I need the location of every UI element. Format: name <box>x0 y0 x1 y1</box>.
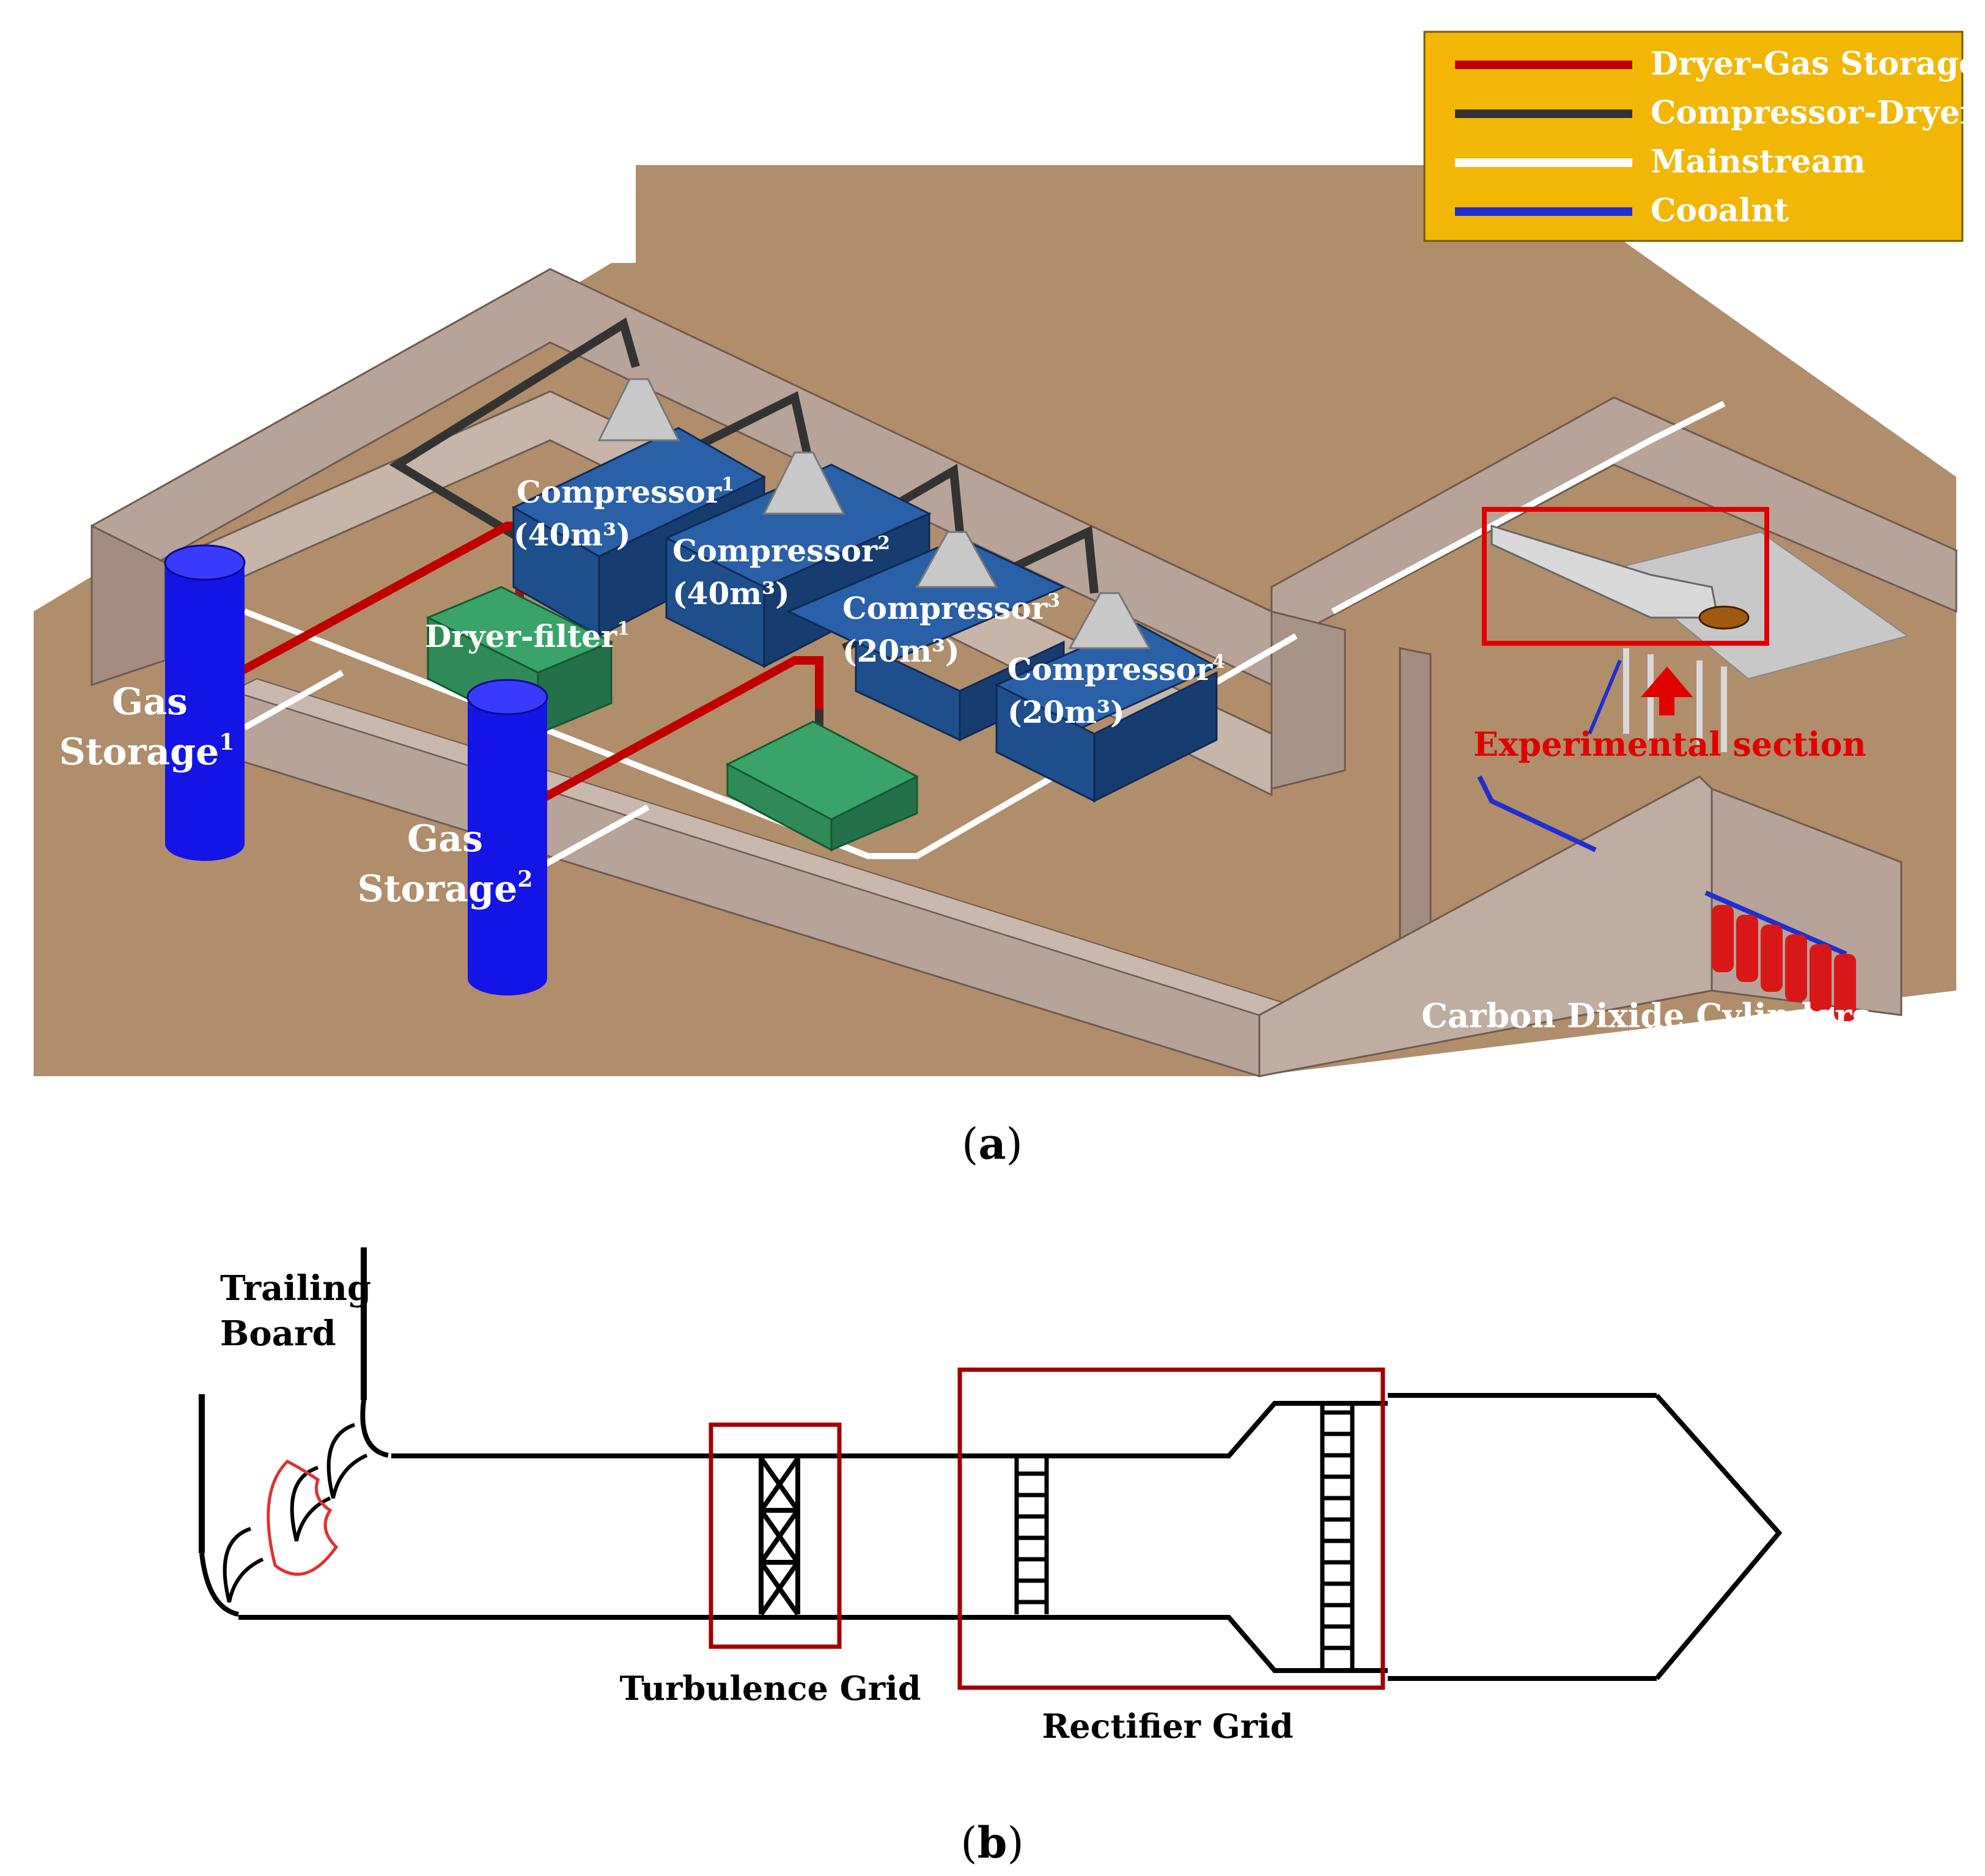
turbulence-grid <box>759 1457 800 1616</box>
compressor-3-capacity: (20m³) <box>842 633 960 669</box>
compressor-4-hood <box>1068 592 1151 649</box>
rectifier-grid-label: Rectifier Grid <box>1042 1707 1293 1746</box>
duct-bottom-wall <box>238 1615 1388 1673</box>
experimental-section-label: Experimental section <box>1473 725 1866 764</box>
cascade-blade-3 <box>223 1527 264 1603</box>
gas-storage-1 <box>164 544 246 861</box>
legend-label-2: Mainstream <box>1651 143 1865 180</box>
gas-storage-2 <box>466 679 548 995</box>
compressor-3-label: Compressor3 <box>842 590 1060 626</box>
trailing-board-label-line1: Trailing <box>220 1268 371 1309</box>
trailing-board-left-hook <box>199 1553 239 1617</box>
caption-a: (a) <box>962 1118 1023 1169</box>
rectifier-grid-large <box>1320 1403 1355 1671</box>
dryer-filter-label: Dryer-filter1 <box>425 618 630 654</box>
panel-a: Dryer-Gas Storage Compressor-Dryer Mains… <box>34 31 1979 1169</box>
panel-b <box>199 1247 1783 1690</box>
duct-top-wall <box>391 1401 1388 1458</box>
coolant-pipe <box>1477 775 1597 852</box>
co2-cylinders-label: Carbon Dixide Cylinders <box>1421 996 1871 1035</box>
compressor-4-capacity: (20m³) <box>1007 694 1125 730</box>
wall-divider <box>1270 610 1346 790</box>
legend-label-0: Dryer-Gas Storage <box>1651 45 1979 83</box>
mainstream-pipe-2 <box>536 804 650 871</box>
compressor-2-label: Compressor2 <box>672 533 890 569</box>
gas-storage-1-line2: Storage1 <box>59 729 235 774</box>
legend-label-1: Compressor-Dryer <box>1651 94 1977 131</box>
compressor-1-capacity: (40m³) <box>514 517 631 553</box>
compressor-4-label: Compressor4 <box>1007 651 1225 687</box>
dryer-gas-pipe-2 <box>536 656 823 805</box>
rectifier-grid-box <box>957 1367 1385 1690</box>
compressor-4 <box>994 592 1219 803</box>
compressor-3-hood <box>915 531 998 588</box>
co2-cylinders <box>1704 890 1856 1021</box>
compressor-1-label: Compressor1 <box>517 474 734 510</box>
caption-b: (b) <box>960 1817 1024 1868</box>
test-article <box>1698 605 1750 630</box>
experimental-stand <box>1623 648 1727 752</box>
compressor-2-hood <box>762 451 845 515</box>
experimental-highlight-box <box>1482 507 1769 646</box>
coolant-pipe-2 <box>1588 659 1622 735</box>
dryer-filter-2 <box>725 720 919 852</box>
nozzle-contraction <box>1654 1394 1783 1680</box>
cascade-blade-1 <box>326 1423 368 1499</box>
turbulence-grid-box <box>709 1422 842 1649</box>
gas-storage-1-line1: Gas <box>112 681 188 723</box>
gas-storage-2-line2: Storage2 <box>358 866 533 910</box>
legend: Dryer-Gas Storage Compressor-Dryer Mains… <box>1423 31 1979 242</box>
gas-storage-2-line1: Gas <box>407 818 483 860</box>
cascade-blade-red <box>267 1459 339 1576</box>
cascade-blade-2 <box>290 1466 331 1542</box>
trailing-board-label-line2: Board <box>220 1313 336 1354</box>
mainstream-pipe <box>243 670 344 731</box>
mainstream-pipe-4 <box>1331 401 1726 615</box>
experimental-arrow <box>1641 667 1693 715</box>
compressor-1-hood <box>597 378 680 441</box>
wall-right-room-side <box>1399 647 1432 961</box>
compressor-2-capacity: (40m³) <box>672 575 790 611</box>
legend-label-3: Cooalnt <box>1651 192 1789 229</box>
turbulence-grid-label: Turbulence Grid <box>620 1669 921 1708</box>
rectifier-grid-small <box>1014 1458 1049 1614</box>
trailing-board-top-hook <box>360 1400 389 1458</box>
